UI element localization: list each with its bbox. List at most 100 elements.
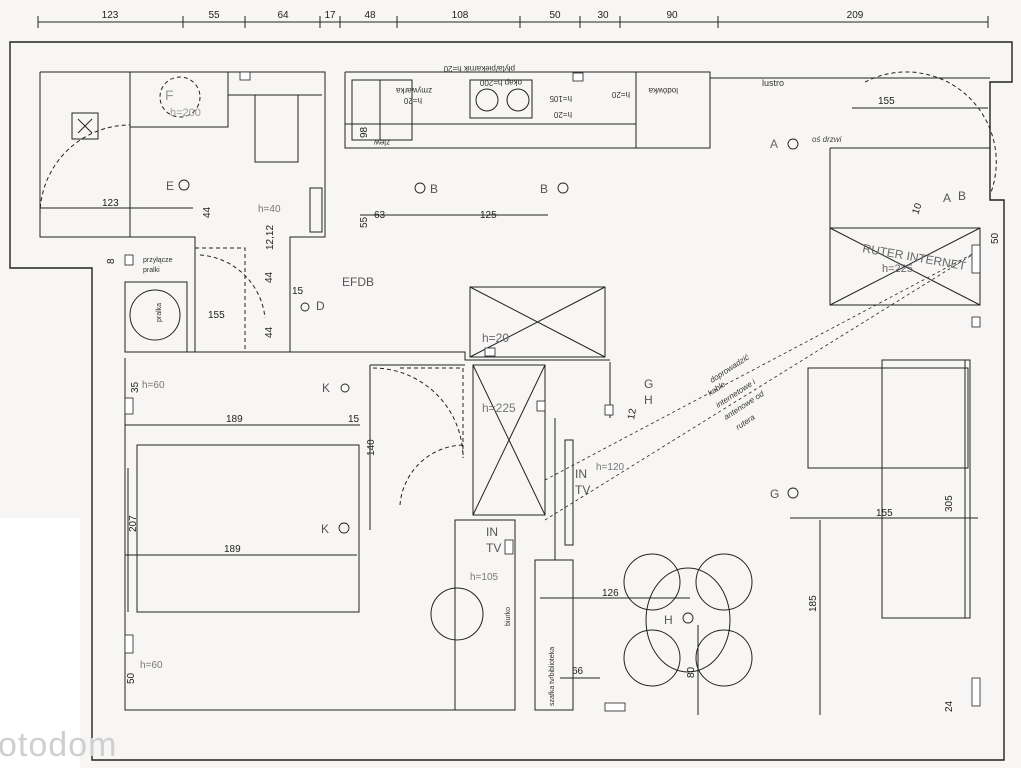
dim-label: 80 xyxy=(686,666,697,678)
dim-label: 44 xyxy=(264,271,275,283)
dim-label: 44 xyxy=(264,326,275,338)
symbol-label: H xyxy=(644,393,653,407)
top-dim: 30 xyxy=(597,10,609,21)
dim-label: 55 xyxy=(359,216,370,228)
dim-label: 8 xyxy=(106,258,117,264)
symbol-label: G xyxy=(770,487,779,501)
kitchen-label: zlew xyxy=(374,138,390,147)
mirror-label: lustro xyxy=(762,78,784,88)
kitchen-label: 98 xyxy=(359,126,370,138)
dim-label: 66 xyxy=(572,666,584,677)
top-dim: 90 xyxy=(666,10,678,21)
dim-label: 189 xyxy=(226,414,243,425)
symbol-label: A xyxy=(770,137,778,151)
kitchen-label: płyta/piekarnik h=20 xyxy=(443,64,515,73)
symbol-label: E xyxy=(166,179,174,193)
dim-label: 10 xyxy=(910,201,924,216)
cable-note-line: doprowadzić xyxy=(708,353,751,385)
dim-label: 305 xyxy=(944,495,955,512)
dim-label: 50 xyxy=(126,672,137,684)
symbol-label: B xyxy=(430,182,438,196)
top-dim: 64 xyxy=(277,10,289,21)
top-dim: 123 xyxy=(102,10,119,21)
dim-label: 50 xyxy=(990,232,1001,244)
symbol-label: K xyxy=(321,522,329,536)
top-dim: 209 xyxy=(847,10,864,21)
door-axis-label: oś drzwi xyxy=(812,135,842,144)
socket-symbols xyxy=(178,138,799,624)
outlets xyxy=(124,71,981,712)
kitchen-label: okap h=200 xyxy=(479,78,522,87)
kitchen-labels: płyta/piekarnik h=20 zmywarka h=20 okap … xyxy=(359,64,678,147)
bathroom-walls xyxy=(40,72,322,238)
top-dim: 48 xyxy=(364,10,376,21)
dim-label: 126 xyxy=(602,588,619,599)
symbol-label: H xyxy=(664,613,673,627)
top-dim: 108 xyxy=(452,10,469,21)
top-dimension-ticks xyxy=(37,16,989,28)
dim-label: 44 xyxy=(202,206,213,218)
dim-label: 63 xyxy=(374,210,386,221)
height-label: h=120 xyxy=(596,462,625,473)
kitchen-label: h=20 xyxy=(403,96,422,105)
height-label: h=60 xyxy=(140,660,163,671)
dim-label: 24 xyxy=(944,700,955,712)
dim-label: 15 xyxy=(348,414,360,425)
height-label: h=225 xyxy=(482,401,516,415)
outer-wall xyxy=(9,41,1013,761)
top-dim: 55 xyxy=(208,10,220,21)
height-label: h=200 xyxy=(170,107,201,119)
height-label: h=20 xyxy=(482,331,509,345)
tv-label: TV xyxy=(575,483,590,497)
laundry-label: pralki xyxy=(143,267,160,274)
dim-label: 155 xyxy=(876,508,893,519)
height-label: h=40 xyxy=(258,204,281,215)
dim-label: 12,12 xyxy=(265,225,276,250)
dim-label: 155 xyxy=(878,96,895,107)
height-label: h=60 xyxy=(142,380,165,391)
cable-note: doprowadzić kable internetowe i antenowe… xyxy=(706,353,766,432)
watermark: otodom xyxy=(0,726,118,764)
laundry-label: przyłącze xyxy=(143,257,173,264)
plan-labels: lustro F h=200 E B B 123 44 h=40 12,12 5… xyxy=(102,78,1001,712)
height-label: h=105 xyxy=(470,572,499,583)
cabinet-label: szafka tv/biblioteka xyxy=(549,647,556,706)
tv-label: IN xyxy=(575,467,587,481)
dim-label: 123 xyxy=(102,198,119,209)
dim-label: 12 xyxy=(626,407,639,420)
desk-label: biurko xyxy=(505,607,512,626)
bed xyxy=(136,444,360,613)
height-label: h=225 xyxy=(882,263,913,275)
cable-note-line: rutera xyxy=(734,412,757,431)
symbol-label: A xyxy=(943,191,951,205)
symbol-label: D xyxy=(316,299,325,313)
kitchen-label: zmywarka xyxy=(395,86,432,95)
dim-label: 140 xyxy=(366,439,377,456)
kitchen-label: h=20 xyxy=(611,90,630,99)
dim-label: 189 xyxy=(224,544,241,555)
top-dimensions: 123 55 64 17 48 108 50 30 90 209 xyxy=(102,10,864,21)
kitchen-label: lodówka xyxy=(648,86,678,95)
dim-label: 125 xyxy=(480,210,497,221)
kitchen-label: h=105 xyxy=(549,94,572,103)
symbol-label: B xyxy=(958,189,966,203)
tv-label: IN xyxy=(486,525,498,539)
white-overlay xyxy=(0,518,80,768)
dim-label: 155 xyxy=(208,310,225,321)
dim-label: 35 xyxy=(130,381,141,393)
tv-label: TV xyxy=(486,541,501,555)
dim-label: 15 xyxy=(292,286,304,297)
washer-label: pralka xyxy=(156,303,163,322)
washing-machine xyxy=(129,289,181,341)
top-dim: 50 xyxy=(549,10,561,21)
socket-label: EFDB xyxy=(342,275,374,289)
symbol-label: F xyxy=(165,87,174,103)
dim-label: 185 xyxy=(808,595,819,612)
symbol-label: K xyxy=(322,381,330,395)
top-dim: 17 xyxy=(324,10,336,21)
router-label: RUTER INTERNET xyxy=(861,241,967,273)
symbol-label: G xyxy=(644,377,653,391)
symbol-label: B xyxy=(540,182,548,196)
drain xyxy=(71,112,99,140)
